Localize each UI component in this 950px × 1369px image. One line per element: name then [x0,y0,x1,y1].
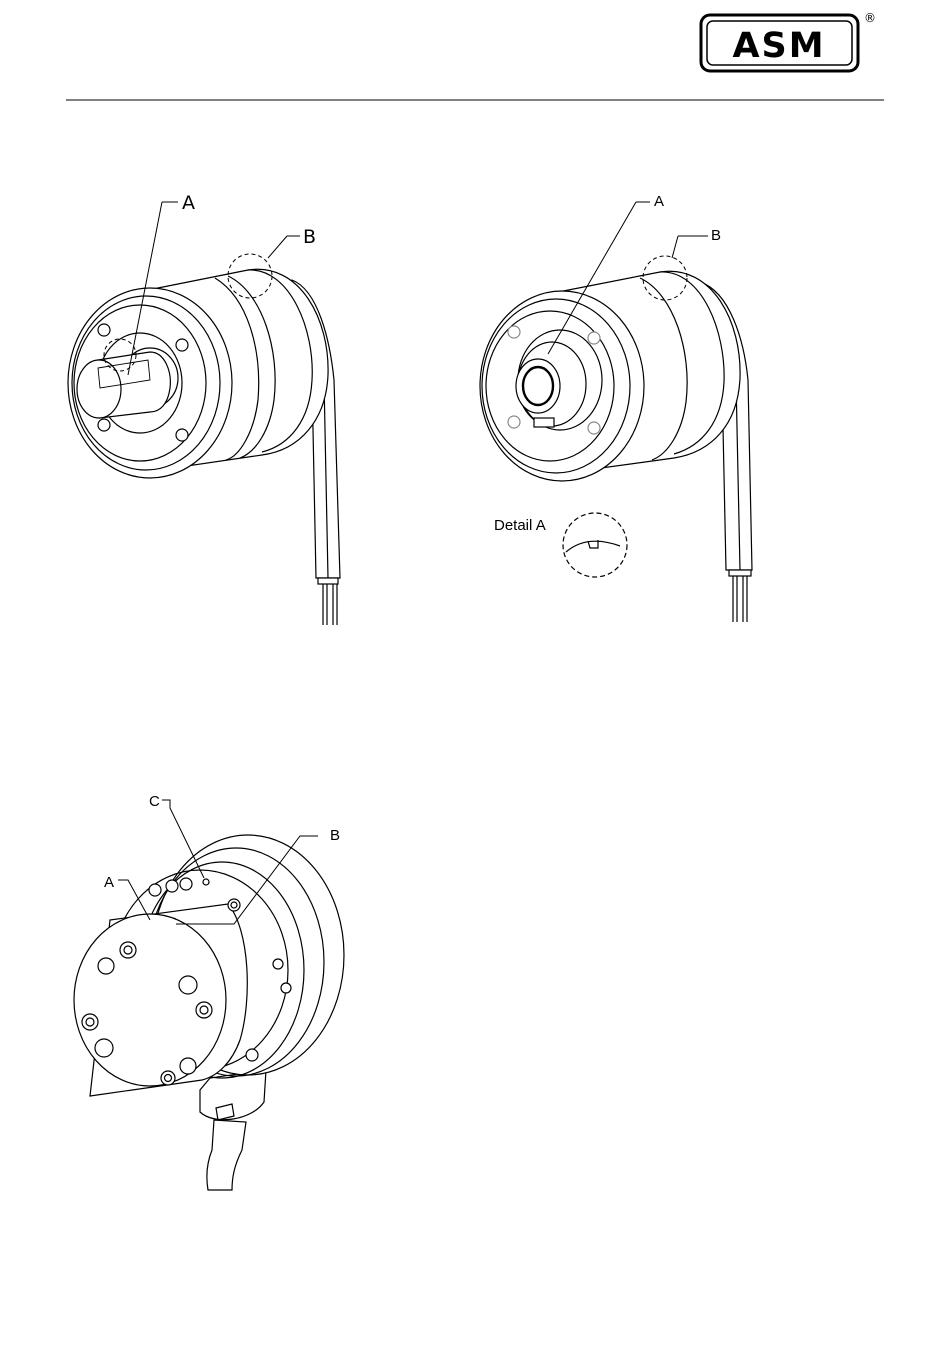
fig3-label-b: B [330,827,340,844]
figure-encoder-shaft [68,202,340,625]
fig2-label-b: B [711,227,721,244]
figure-encoder-hollow [480,202,752,622]
fig1-label-a: A [182,192,195,214]
registered-mark: ® [864,11,876,25]
fig3-label-c: C [149,793,160,810]
fig2-label-a: A [654,193,664,210]
asm-logo: ASM ® [701,11,876,71]
fig1-label-b: B [303,226,316,248]
detail-a-caption: Detail A [494,517,546,534]
figure-encoder-rear [74,800,344,1190]
logo-text: ASM [732,26,825,66]
fig3-label-a: A [104,874,114,891]
